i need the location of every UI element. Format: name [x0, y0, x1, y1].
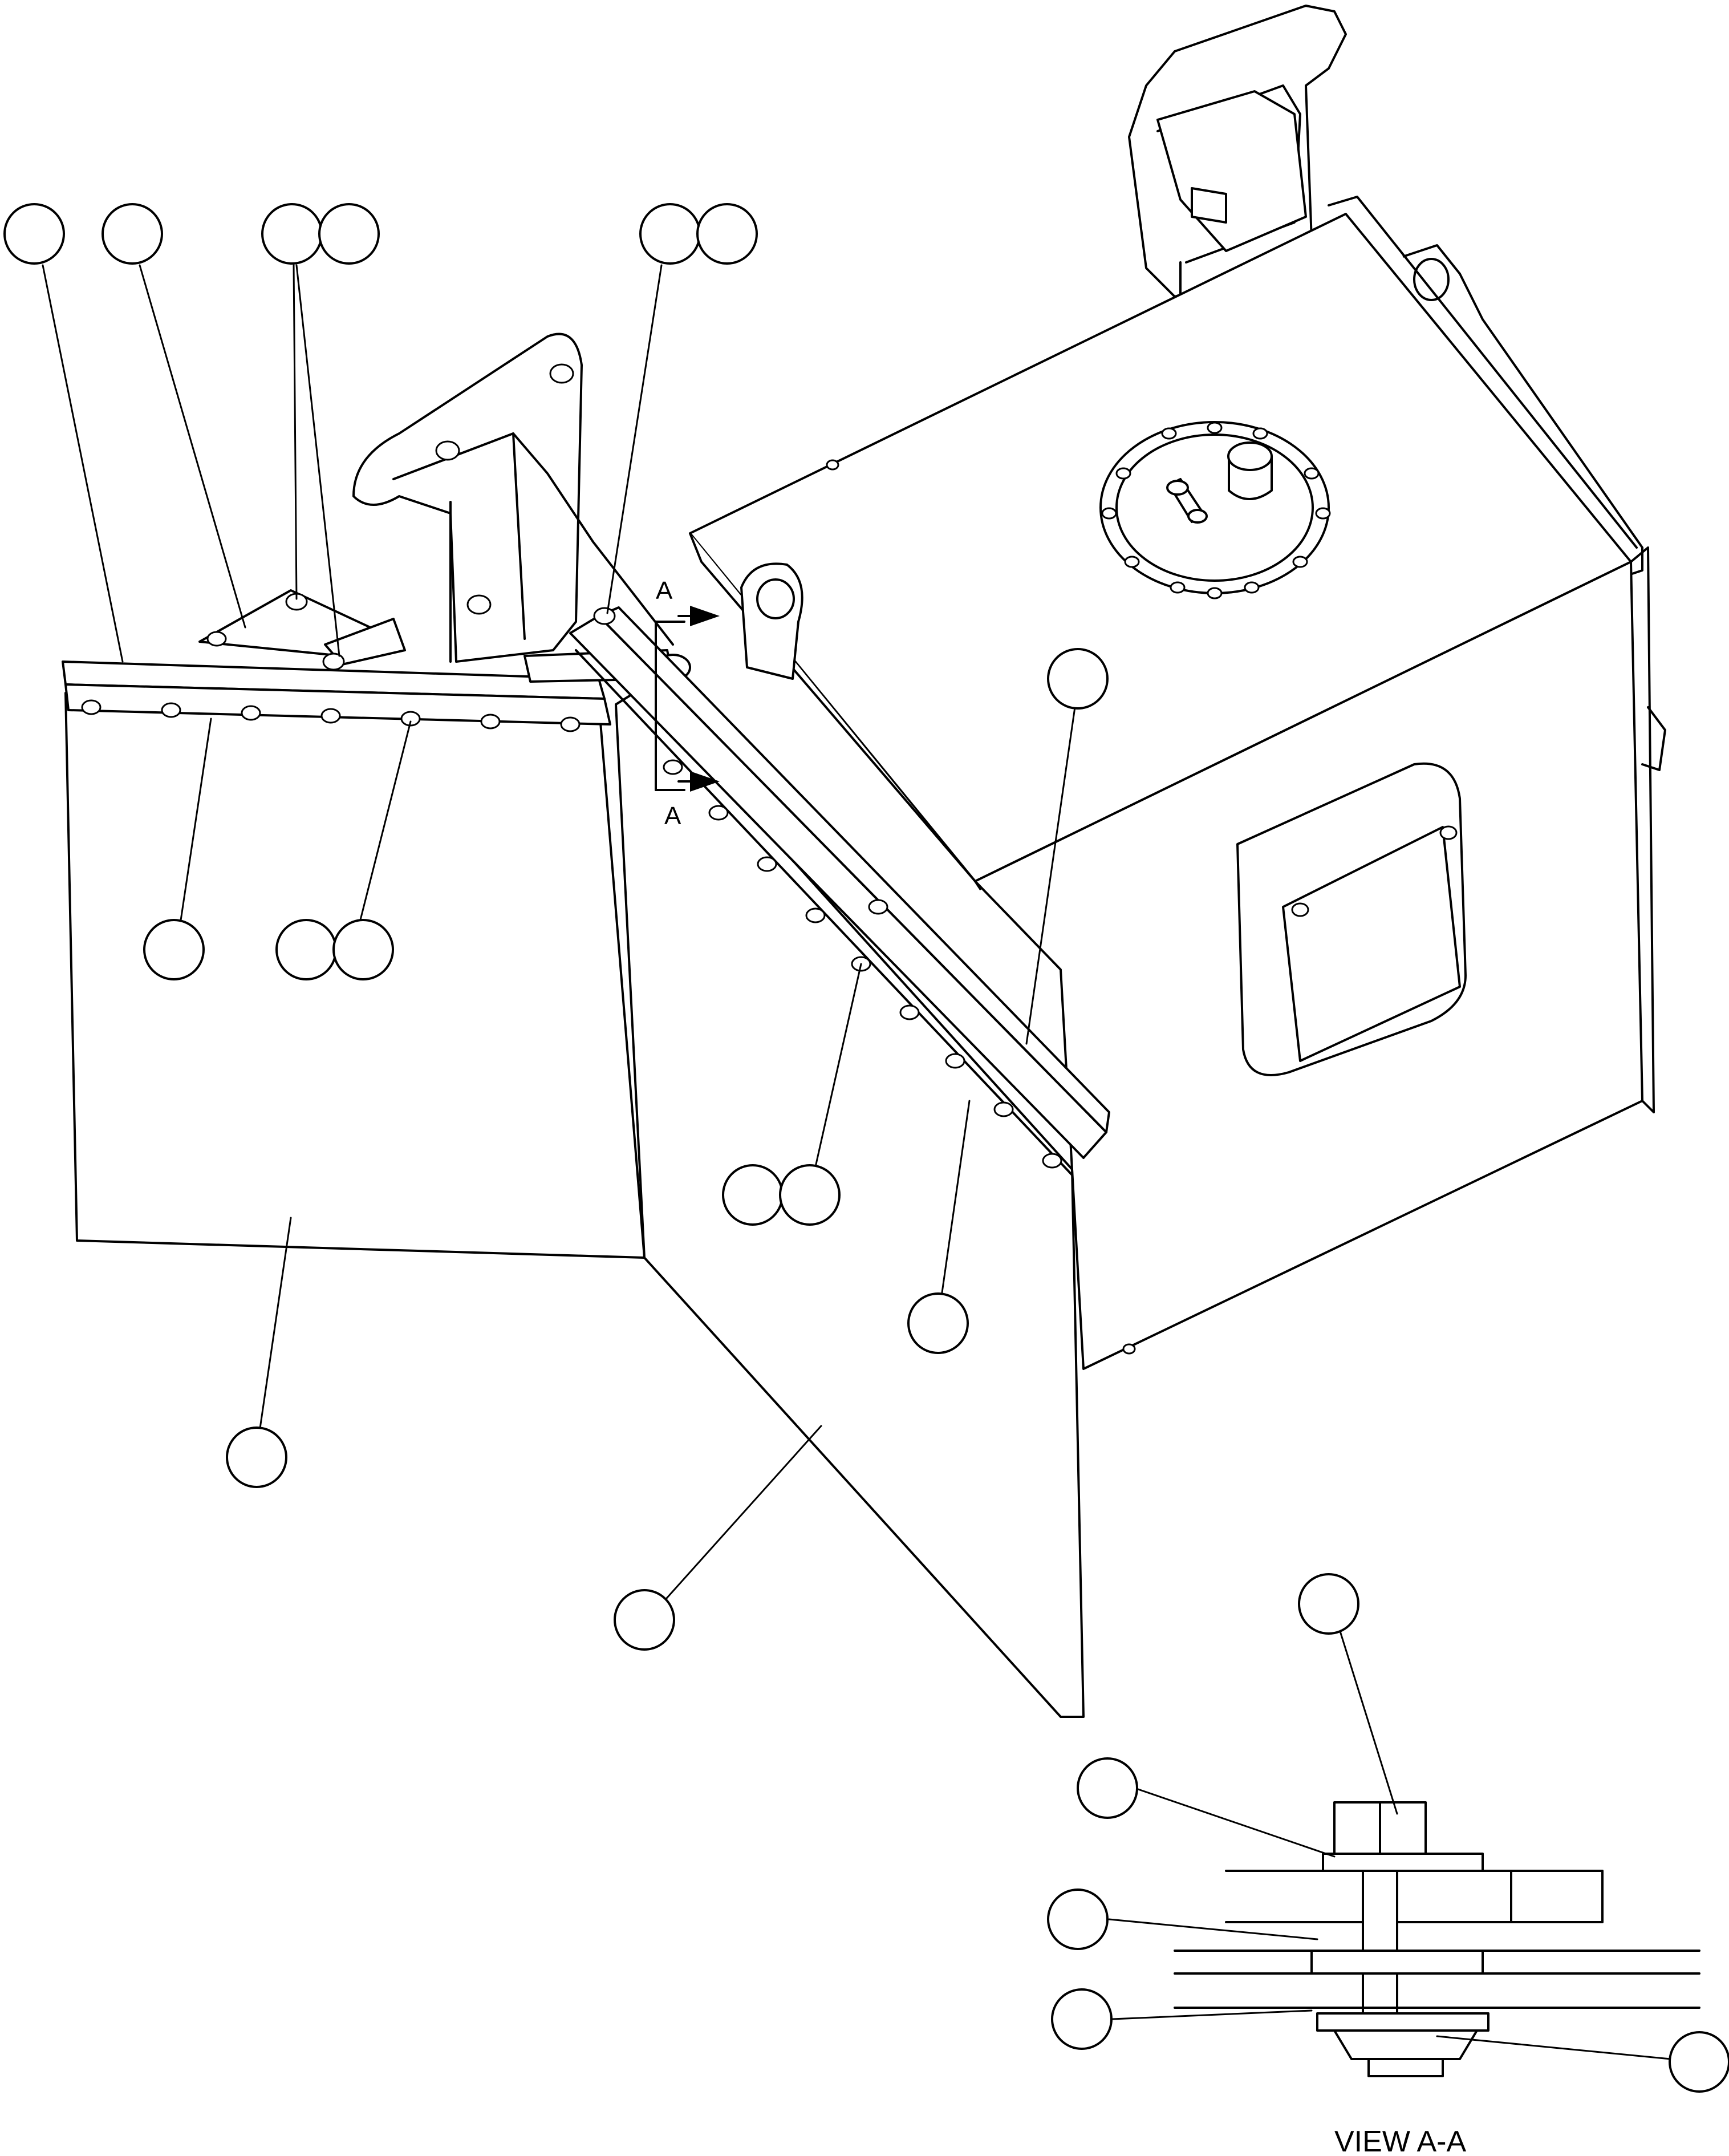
- callout-bubble: [1047, 648, 1109, 710]
- section-view-detail: VIEW A-A: [1174, 1801, 1700, 2156]
- right-clamp-bar: [569, 606, 1110, 1176]
- callout-bubble: [275, 919, 337, 980]
- callout-bubble: [1047, 1888, 1109, 1950]
- callout-bubble: [1077, 1757, 1138, 1819]
- callout-bubble: [3, 203, 65, 265]
- callout-bubble: [907, 1292, 969, 1354]
- left-mounting-bracket: [352, 333, 674, 663]
- callout-bubble: [318, 203, 380, 265]
- section-view-label: VIEW A-A: [1334, 2125, 1466, 2156]
- left-clamp-bar: [62, 660, 611, 732]
- section-marker-top-label: A: [656, 577, 673, 605]
- callout-bubble: [614, 1589, 675, 1651]
- callout-bubble: [722, 1164, 784, 1226]
- upper-frame-bracket: [1128, 5, 1643, 577]
- section-cut-marker: A A: [655, 577, 720, 830]
- upper-mounting-plate: [198, 589, 406, 671]
- hydraulic-tank: [689, 196, 1666, 1370]
- callout-bubble: [102, 203, 163, 265]
- callout-bubble: [639, 203, 701, 265]
- callout-bubble: [332, 919, 394, 980]
- callout-bubble: [143, 919, 205, 980]
- callout-bubble: [1051, 1988, 1113, 2050]
- callout-bubble: [1298, 1573, 1359, 1635]
- tank-fitting: [1166, 478, 1208, 524]
- tank-inspection-cover: [1236, 762, 1467, 1076]
- callout-bubble: [696, 203, 758, 265]
- leader-lines: [42, 264, 1672, 2060]
- callout-bubble: [779, 1164, 841, 1226]
- section-marker-bottom-label: A: [664, 802, 681, 830]
- callout-bubble: [261, 203, 323, 265]
- callout-bubble: [1669, 2031, 1729, 2093]
- callout-bubbles: [3, 203, 1729, 2093]
- lifting-eye: [740, 562, 803, 680]
- callout-bubble: [226, 1426, 287, 1488]
- breather-cap: [1227, 441, 1273, 500]
